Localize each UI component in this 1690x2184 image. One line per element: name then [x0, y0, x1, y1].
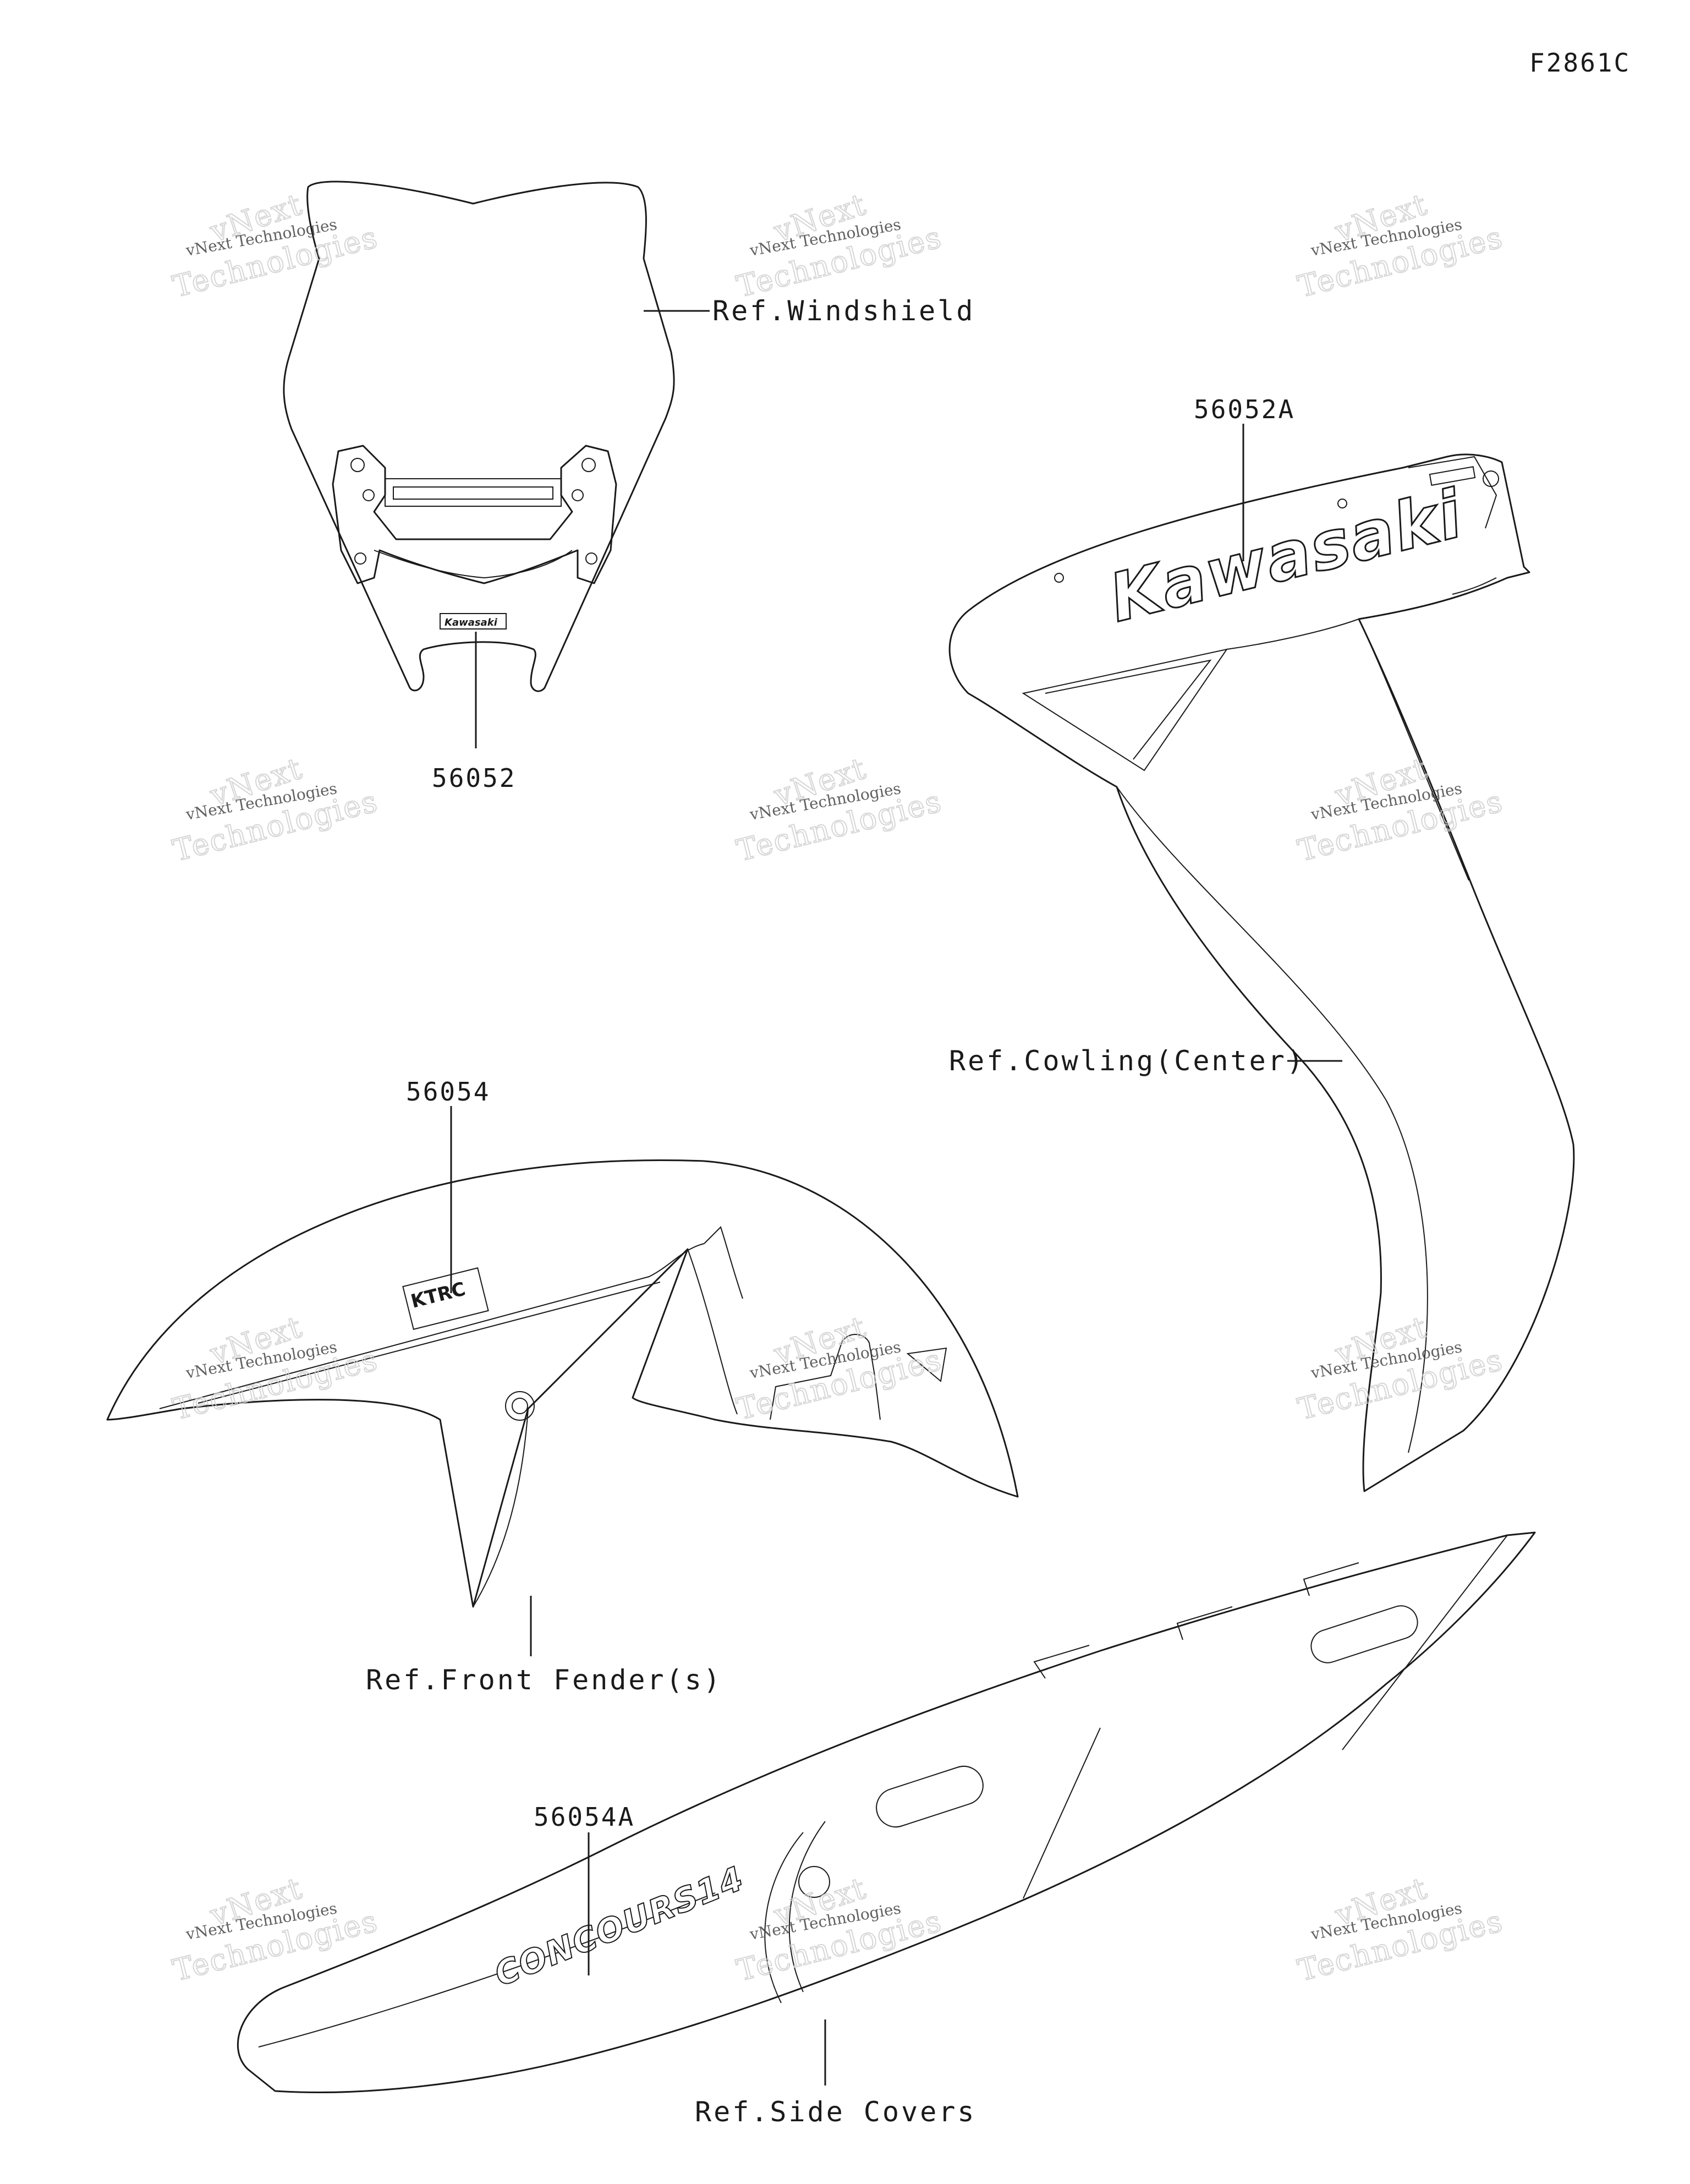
side-covers-drawing: CONCOURS14: [237, 1531, 1536, 2093]
figure-code: F2861C: [1529, 48, 1631, 78]
watermark: vNext vNext Technologies Technologies: [733, 186, 946, 304]
windshield-decal-text: Kawasaki: [445, 617, 498, 628]
watermark: vNext vNext Technologies Technologies: [733, 750, 946, 868]
watermark: vNext vNext Technologies Technologies: [169, 1870, 382, 1988]
label-side-covers: Ref.Side Covers: [695, 2096, 976, 2128]
ktrc-decal: KTRC: [402, 1267, 489, 1330]
watermark: vNext vNext Technologies Technologies: [169, 750, 382, 868]
label-cowling: Ref.Cowling(Center): [949, 1045, 1305, 1077]
watermark: vNext vNext Technologies Technologies: [733, 1870, 946, 1988]
watermark: vNext vNext Technologies Technologies: [1294, 750, 1507, 868]
watermark: vNext vNext Technologies Technologies: [1294, 1870, 1507, 1988]
cowling-decal-text: Kawasaki: [1102, 476, 1470, 637]
label-front-fender: Ref.Front Fender(s): [366, 1664, 722, 1696]
part-56054a: 56054A: [534, 1802, 635, 1832]
concours-decal-text: CONCOURS14: [489, 1859, 749, 1994]
part-56054: 56054: [406, 1077, 490, 1107]
cowling-drawing: Kawasaki: [948, 453, 1575, 1492]
watermark: vNext vNext Technologies Technologies: [1294, 1309, 1507, 1427]
windshield-decal: [440, 613, 507, 630]
part-56052: 56052: [432, 763, 516, 793]
watermark-grid: vNext vNext Technologies Technologies vN…: [169, 186, 1507, 1988]
part-56052a: 56052A: [1194, 395, 1295, 424]
watermark: vNext vNext Technologies Technologies: [1294, 186, 1507, 304]
watermark: vNext vNext Technologies Technologies: [169, 1309, 382, 1427]
label-windshield: Ref.Windshield: [712, 295, 975, 327]
windshield-drawing: Kawasaki: [283, 180, 675, 692]
watermark: vNext vNext Technologies Technologies: [733, 1309, 946, 1427]
watermark: vNext vNext Technologies Technologies: [169, 186, 382, 304]
